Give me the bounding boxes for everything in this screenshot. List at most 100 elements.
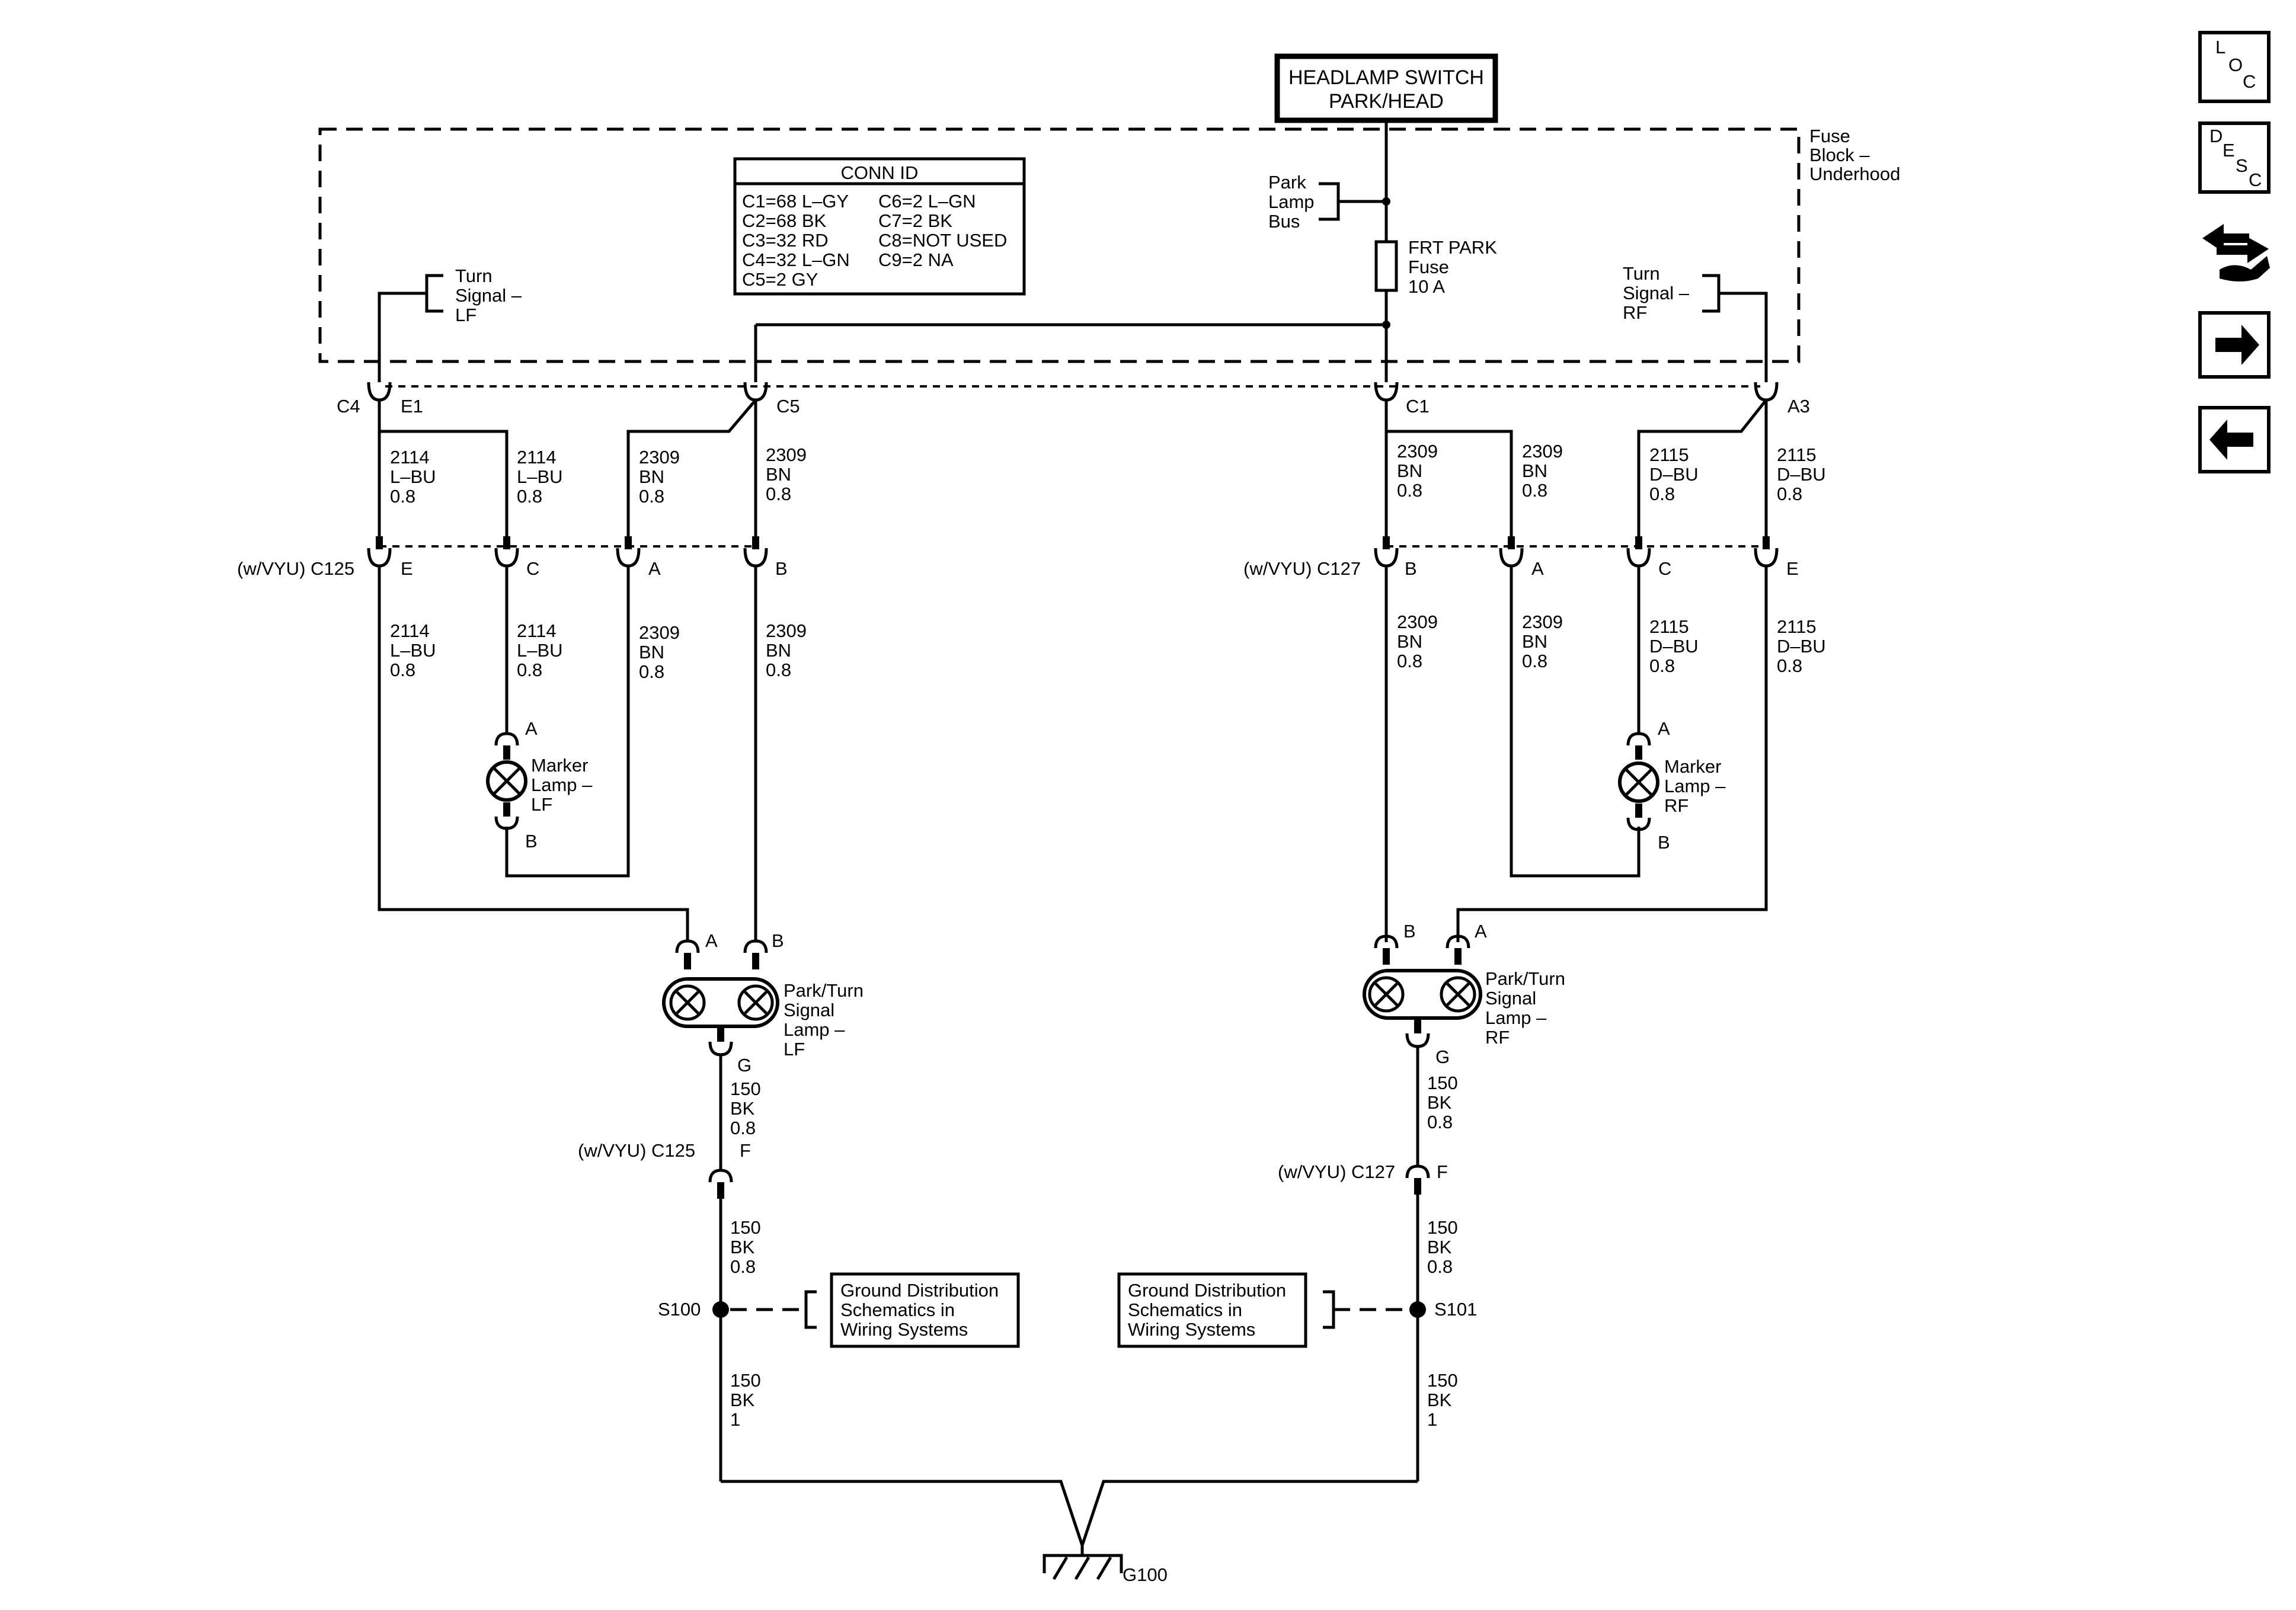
svg-text:C: C bbox=[526, 558, 539, 579]
svg-text:Signal –: Signal – bbox=[1623, 283, 1690, 303]
svg-text:150: 150 bbox=[1427, 1073, 1458, 1093]
svg-text:Park/Turn: Park/Turn bbox=[1485, 968, 1565, 989]
svg-text:B: B bbox=[772, 930, 784, 951]
svg-text:BK: BK bbox=[730, 1237, 755, 1257]
marker-lamp-lf: A B Marker Lamp – LF bbox=[486, 718, 593, 852]
svg-text:0.8: 0.8 bbox=[1397, 480, 1422, 501]
svg-text:Fuse: Fuse bbox=[1408, 257, 1449, 277]
svg-text:A: A bbox=[648, 558, 661, 579]
svg-text:150: 150 bbox=[730, 1370, 761, 1391]
svg-text:0.8: 0.8 bbox=[639, 486, 664, 507]
svg-text:A: A bbox=[1531, 558, 1544, 579]
svg-text:BN: BN bbox=[766, 464, 791, 485]
splice-s101: S101 bbox=[1323, 1290, 1477, 1329]
fuse-block-boundary bbox=[318, 127, 1801, 363]
turn-signal-lf-source: Turn Signal – LF bbox=[378, 265, 522, 382]
svg-text:Ground Distribution: Ground Distribution bbox=[1128, 1280, 1286, 1301]
fuse-block-label: Fuse Block – Underhood bbox=[1809, 126, 1900, 184]
svg-text:Turn: Turn bbox=[1623, 263, 1660, 284]
next-arrow-icon[interactable] bbox=[2198, 311, 2271, 379]
svg-text:G: G bbox=[737, 1055, 752, 1076]
left-lower-wires bbox=[378, 566, 757, 942]
switch-label-2: PARK/HEAD bbox=[1329, 90, 1444, 113]
svg-text:A: A bbox=[1658, 718, 1670, 739]
svg-text:0.8: 0.8 bbox=[1649, 484, 1675, 504]
svg-text:C5: C5 bbox=[776, 396, 800, 417]
svg-text:Wiring Systems: Wiring Systems bbox=[840, 1319, 968, 1340]
svg-text:BN: BN bbox=[639, 642, 664, 662]
svg-text:BN: BN bbox=[766, 640, 791, 661]
svg-text:Park: Park bbox=[1268, 172, 1306, 193]
svg-text:C: C bbox=[2243, 71, 2256, 92]
svg-text:2115: 2115 bbox=[1777, 616, 1817, 637]
svg-text:BN: BN bbox=[1522, 460, 1547, 481]
svg-text:2115: 2115 bbox=[1777, 444, 1817, 465]
svg-text:2115: 2115 bbox=[1649, 444, 1689, 465]
svg-text:C1=68 L–GY: C1=68 L–GY bbox=[742, 191, 849, 212]
loc-icon[interactable]: L O C bbox=[2198, 31, 2271, 103]
svg-text:B: B bbox=[1658, 832, 1670, 853]
right-lower-wires bbox=[1384, 566, 1768, 942]
svg-text:C3=32 RD: C3=32 RD bbox=[742, 230, 829, 251]
svg-text:1: 1 bbox=[730, 1409, 740, 1430]
park-turn-lamp-lf: A B G Park/Turn Signal Lamp – LF bbox=[662, 930, 864, 1076]
svg-text:Wiring Systems: Wiring Systems bbox=[1128, 1319, 1255, 1340]
svg-text:150: 150 bbox=[1427, 1370, 1458, 1391]
svg-text:0.8: 0.8 bbox=[1649, 655, 1675, 676]
svg-text:Lamp –: Lamp – bbox=[1664, 776, 1726, 796]
svg-text:D: D bbox=[2209, 126, 2223, 146]
svg-text:F: F bbox=[1437, 1161, 1448, 1182]
svg-text:2309: 2309 bbox=[639, 447, 680, 468]
svg-text:L–BU: L–BU bbox=[390, 640, 436, 661]
svg-text:Lamp –: Lamp – bbox=[531, 774, 593, 795]
svg-text:Signal: Signal bbox=[784, 1000, 834, 1020]
svg-text:0.8: 0.8 bbox=[390, 660, 415, 680]
svg-text:BK: BK bbox=[1427, 1237, 1452, 1257]
svg-text:Ground Distribution: Ground Distribution bbox=[840, 1280, 999, 1301]
svg-text:G: G bbox=[1435, 1046, 1450, 1067]
svg-text:0.8: 0.8 bbox=[517, 486, 542, 507]
svg-text:C9=2 NA: C9=2 NA bbox=[878, 249, 954, 270]
svg-text:Block –: Block – bbox=[1809, 145, 1870, 165]
svg-text:C: C bbox=[1658, 558, 1671, 579]
svg-text:0.8: 0.8 bbox=[1777, 484, 1802, 504]
svg-text:LF: LF bbox=[784, 1039, 805, 1060]
svg-text:B: B bbox=[1405, 558, 1417, 579]
svg-text:A: A bbox=[525, 718, 538, 739]
svg-text:Park/Turn: Park/Turn bbox=[784, 980, 864, 1001]
svg-text:(w/VYU) C127: (w/VYU) C127 bbox=[1243, 558, 1361, 579]
svg-text:Lamp: Lamp bbox=[1268, 191, 1315, 212]
ground-ref-box-left: Ground Distribution Schematics in Wiring… bbox=[830, 1272, 1020, 1348]
svg-text:2309: 2309 bbox=[1397, 612, 1438, 632]
svg-text:A3: A3 bbox=[1787, 396, 1810, 417]
svg-text:Marker: Marker bbox=[531, 755, 588, 776]
svg-text:Bus: Bus bbox=[1268, 211, 1300, 232]
svg-text:D–BU: D–BU bbox=[1649, 464, 1699, 485]
svg-text:C: C bbox=[2249, 169, 2262, 190]
svg-text:0.8: 0.8 bbox=[730, 1118, 756, 1138]
left-ground-path: 150 BK 0.8 (w/VYU) C125 F 150 BK 0.8 bbox=[578, 1055, 761, 1481]
connector-c127: (w/VYU) C127 B A C E bbox=[1243, 536, 1799, 579]
svg-text:Schematics in: Schematics in bbox=[840, 1299, 955, 1320]
svg-text:F: F bbox=[740, 1140, 751, 1161]
svg-text:0.8: 0.8 bbox=[730, 1256, 756, 1277]
svg-text:2309: 2309 bbox=[1522, 441, 1563, 462]
conn-id-title: CONN ID bbox=[841, 162, 919, 183]
svg-text:Signal –: Signal – bbox=[455, 285, 522, 306]
conn-id-table: CONN ID C1=68 L–GY C2=68 BK C3=32 RD C4=… bbox=[733, 157, 1026, 296]
previous-arrow-icon[interactable] bbox=[2198, 406, 2271, 473]
desc-icon[interactable]: D E S C bbox=[2198, 121, 2271, 194]
svg-text:BK: BK bbox=[1427, 1390, 1452, 1410]
svg-text:C1: C1 bbox=[1406, 396, 1430, 417]
ground-ref-box-right: Ground Distribution Schematics in Wiring… bbox=[1117, 1272, 1307, 1348]
svg-text:Schematics in: Schematics in bbox=[1128, 1299, 1242, 1320]
svg-text:Lamp –: Lamp – bbox=[784, 1019, 845, 1040]
connector-view-icon[interactable] bbox=[2202, 224, 2270, 281]
svg-text:A: A bbox=[1475, 921, 1487, 942]
svg-text:Lamp –: Lamp – bbox=[1485, 1007, 1547, 1028]
svg-text:LF: LF bbox=[531, 794, 552, 815]
svg-text:2309: 2309 bbox=[766, 620, 807, 641]
svg-text:(w/VYU) C127: (w/VYU) C127 bbox=[1278, 1161, 1395, 1182]
svg-text:2309: 2309 bbox=[1522, 612, 1563, 632]
svg-text:E1: E1 bbox=[401, 396, 423, 417]
